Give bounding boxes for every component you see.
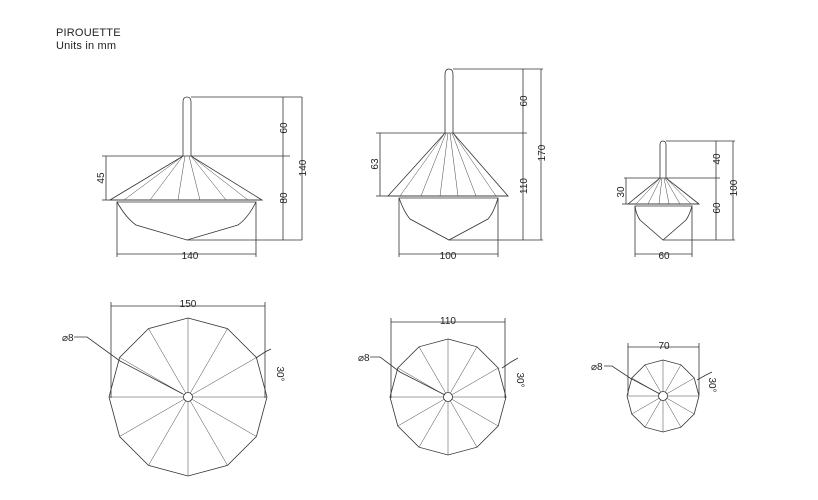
facet-line [187,396,228,466]
dim-body-height: 80 [279,192,290,204]
facet-line [418,396,449,448]
facet-line [662,377,695,397]
bottom-cone [634,205,693,241]
dim-total-height: 140 [298,159,309,176]
facet-line [148,328,189,398]
facet-line [148,396,189,466]
cone [387,132,509,197]
facet-line [644,364,664,397]
facet-line [119,396,189,437]
side-view-large: 60 80 140 45 140 [96,96,309,262]
dim-width: 60 [658,251,670,262]
cone-facets [123,155,249,201]
facet-line [397,396,449,427]
dimension-lines [376,68,543,257]
dim-hole: ⌀8 [591,362,603,373]
plan-views: 150 ⌀8 30° 110 ⌀8 30° [62,299,717,477]
plan-shape-small [626,359,700,433]
side-view-small: 40 60 100 30 60 [616,140,740,262]
cone-facets [635,177,692,205]
dim-cone-height: 30 [616,186,627,198]
dim-body-height: 60 [712,202,723,214]
drawing-title-block: PIROUETTE Units in mm [56,27,121,53]
plan-shape-large [108,317,268,477]
facet-line [662,395,695,415]
stem [182,96,192,156]
dimension-lines [622,140,735,257]
dim-angle: 30° [514,372,525,387]
dim-diameter: 150 [180,299,197,310]
plan-view-medium: 110 ⌀8 30° [358,316,525,398]
dim-angle: 30° [274,366,285,381]
dim-angle: 30° [706,377,717,392]
plan-shape-medium [389,338,507,456]
facet-line [187,357,257,398]
center-hole [443,392,453,402]
dim-total-height: 100 [729,179,740,196]
facet-line [662,395,682,428]
dim-width: 140 [182,251,199,262]
product-name: PIROUETTE [56,27,121,39]
dim-hole: ⌀8 [358,353,370,364]
facet-line [447,396,478,448]
dim-diameter: 70 [658,341,670,352]
dim-stem-height: 60 [519,95,530,107]
center-hole [658,391,668,401]
dimension-lines [74,302,272,398]
facet-line [447,346,478,398]
facet-line [662,364,682,397]
dim-hole: ⌀8 [62,333,74,344]
stem [444,68,454,133]
facet-line [447,396,499,427]
cone-facets [399,132,497,197]
center-hole [183,392,193,402]
bottom-cone [398,197,499,241]
plan-view-large: 150 ⌀8 30° [62,299,285,398]
facet-line [631,395,664,415]
units-note: Units in mm [56,40,117,52]
plan-view-small: 70 ⌀8 30° [591,341,717,395]
facet-line [187,396,257,437]
facet-line [447,367,499,398]
dim-diameter: 110 [440,316,456,327]
side-view-tall: 60 110 170 63 100 [370,68,548,262]
facet-line [187,328,228,398]
dim-cone-height: 63 [370,158,381,170]
dim-stem-height: 40 [712,153,723,165]
cone [626,177,701,205]
dim-stem-height: 60 [279,122,290,134]
dim-body-height: 110 [519,178,530,194]
facet-line [644,395,664,428]
bottom-cone [116,201,257,241]
dimension-lines [604,343,713,395]
dim-total-height: 170 [537,144,548,161]
dimension-lines [370,318,519,398]
dimension-lines [102,96,303,257]
dim-cone-height: 45 [96,172,107,184]
dim-width: 100 [440,251,457,262]
stem [659,140,667,178]
facet-line [418,346,449,398]
